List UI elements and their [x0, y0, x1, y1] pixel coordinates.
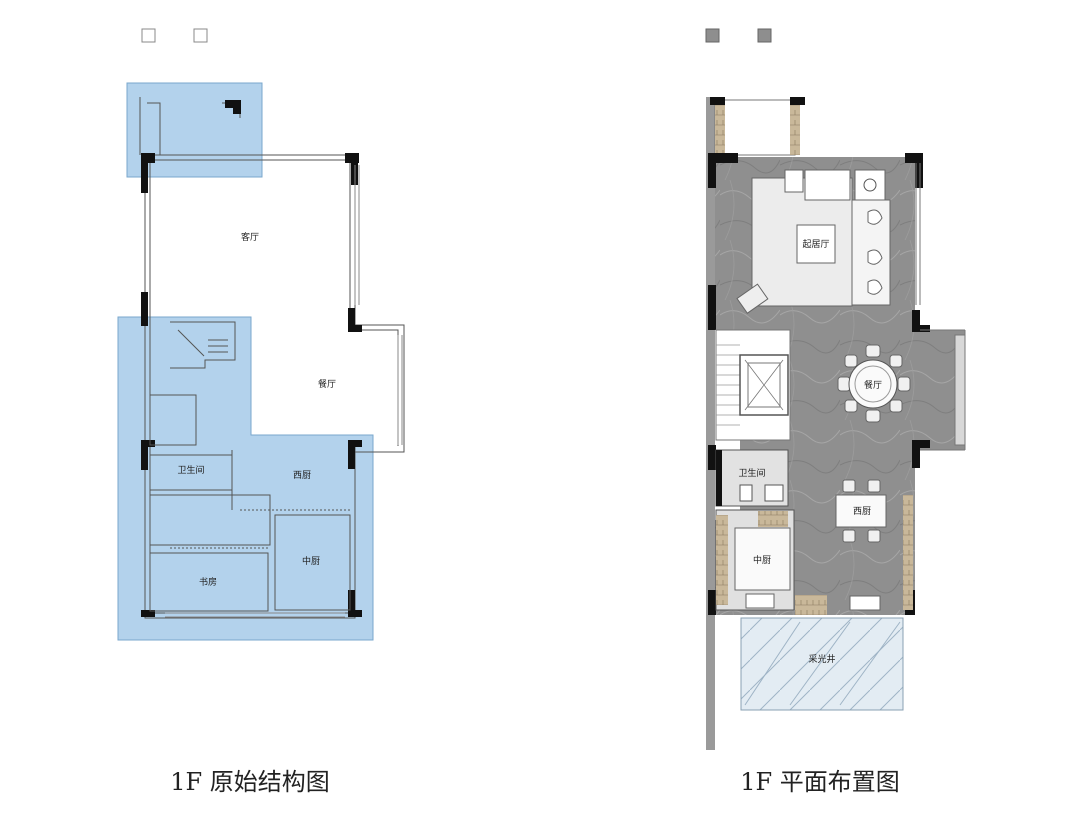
terrace-top — [710, 97, 805, 156]
stair-block — [715, 329, 791, 441]
room-label-living: 客厅 — [241, 231, 259, 243]
room-label-study: 书房 — [199, 576, 217, 588]
room-label-chinese-kitchen-r: 中厨 — [753, 554, 771, 566]
right-plan-caption: 1F 平面布置图 — [740, 768, 900, 796]
legend-square-3 — [705, 28, 720, 43]
room-label-living-r: 起居厅 — [802, 239, 829, 250]
legend-square-1 — [141, 28, 156, 43]
dining-table — [837, 344, 911, 423]
right-plan: 起居厅 餐厅 卫生间 — [705, 28, 966, 750]
room-label-lightwell: 采光井 — [808, 653, 835, 665]
room-label-dining: 餐厅 — [318, 378, 336, 390]
legend-square-2 — [193, 28, 208, 43]
room-label-western-kitchen: 西厨 — [293, 470, 311, 481]
exterior-wall-left — [706, 97, 715, 750]
left-plan: 客厅 餐厅 卫生间 西厨 书房 中厨 — [117, 28, 405, 641]
room-label-dining-r: 餐厅 — [864, 379, 882, 391]
left-plan-caption: 1F 原始结构图 — [170, 768, 330, 796]
legend-square-4 — [757, 28, 772, 43]
room-label-bathroom-r: 卫生间 — [738, 467, 765, 479]
bathroom-r — [715, 449, 789, 507]
room-label-bathroom: 卫生间 — [177, 464, 204, 476]
western-kitchen-r — [795, 479, 913, 615]
room-label-chinese-kitchen: 中厨 — [302, 555, 320, 567]
room-label-western-kitchen-r: 西厨 — [853, 506, 871, 517]
chinese-kitchen-r — [715, 509, 795, 611]
living-room-furniture — [736, 169, 891, 314]
highlight-lower-block — [117, 316, 374, 641]
lightwell — [740, 617, 904, 711]
